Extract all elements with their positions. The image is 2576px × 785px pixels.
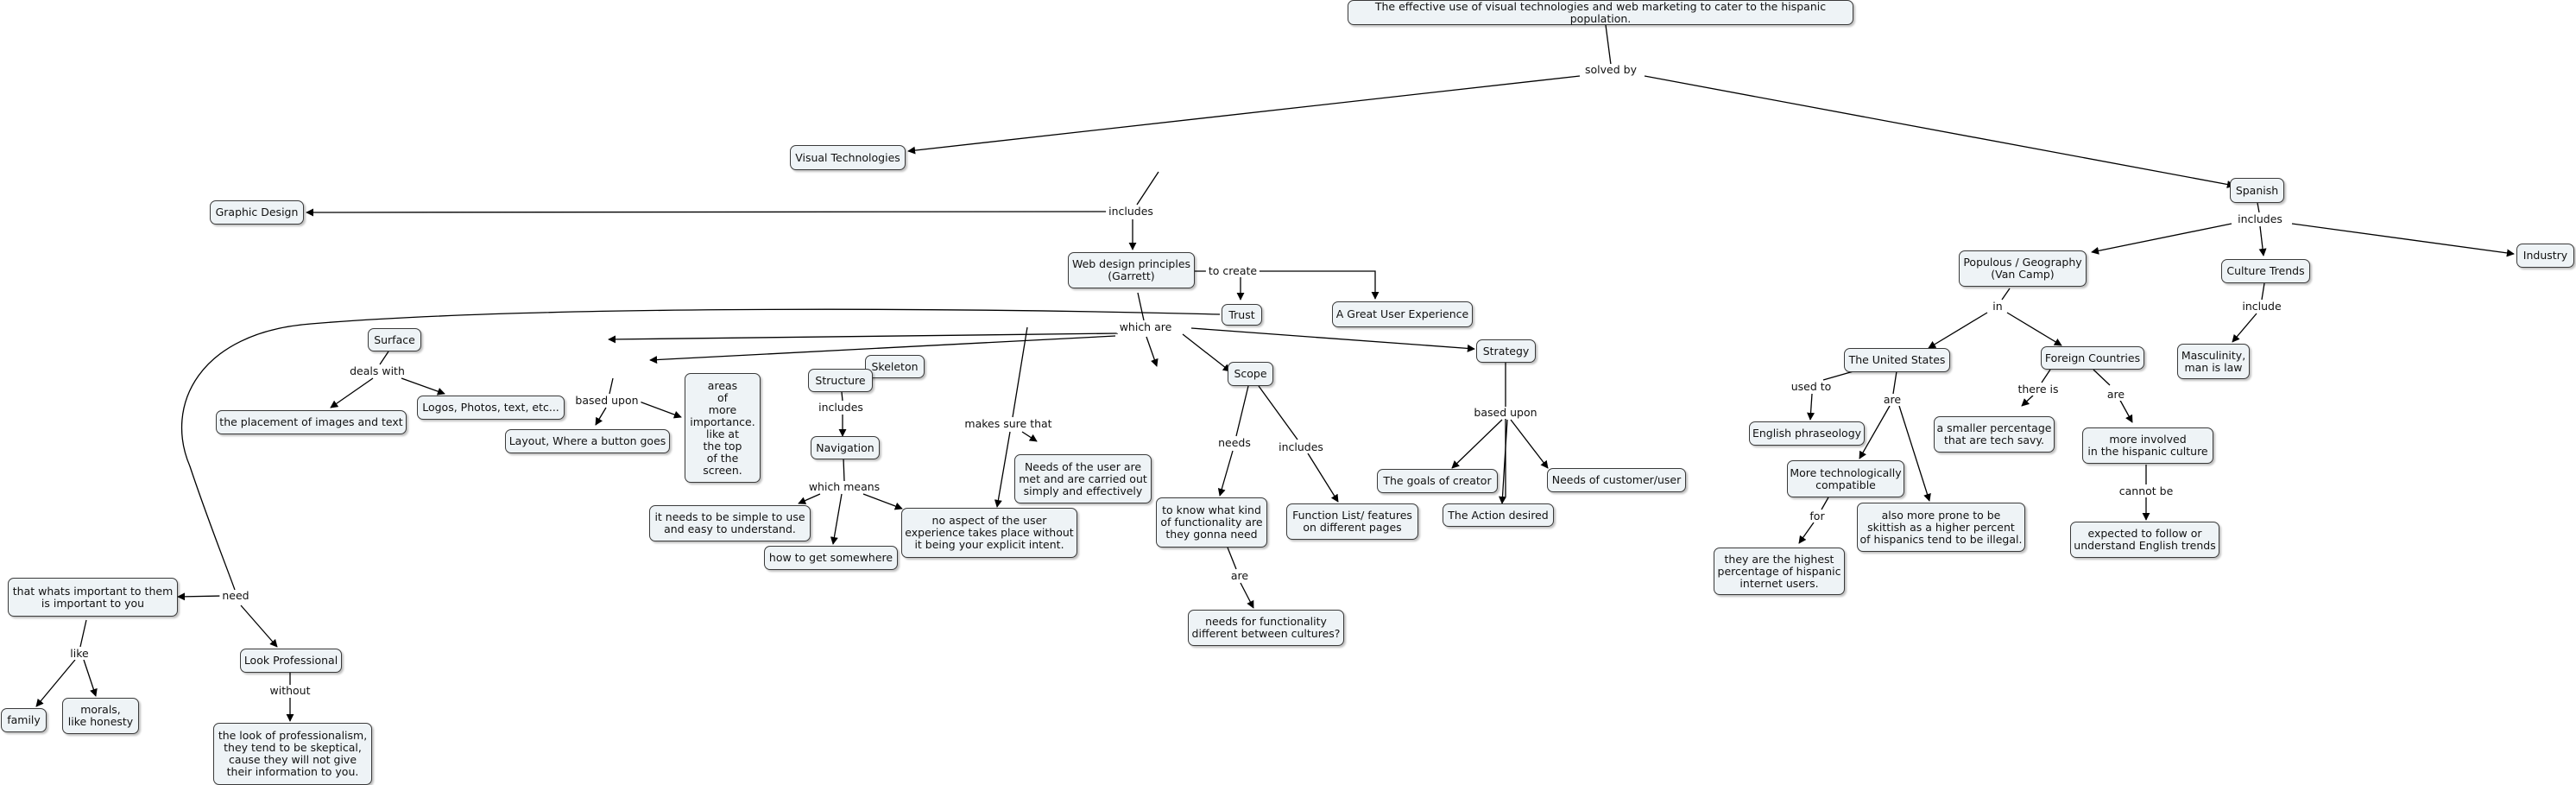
in-label: in — [1990, 301, 2005, 313]
industry-node[interactable]: Industry — [2516, 244, 2574, 268]
visual-technologies-node[interactable]: Visual Technologies — [790, 145, 906, 170]
to-create-label: to create — [1205, 265, 1260, 277]
deals-with-label: deals with — [347, 365, 407, 377]
are-foreign-label: are — [2104, 389, 2128, 401]
whats-important-node[interactable]: that whats important to them is importan… — [8, 578, 178, 617]
look-professional-node[interactable]: Look Professional — [240, 649, 342, 673]
placement-images-node[interactable]: the placement of images and text — [216, 410, 407, 434]
cannot-be-label: cannot be — [2116, 485, 2176, 497]
morals-node[interactable]: morals, like honesty — [62, 698, 139, 734]
structure-node[interactable]: Structure — [808, 369, 873, 392]
simple-easy-node[interactable]: it needs to be simple to use and easy to… — [649, 505, 811, 541]
masculinity-node[interactable]: Masculinity, man is law — [2177, 344, 2250, 379]
makes-sure-that-label: makes sure that — [962, 418, 1055, 430]
includes-spanish-label: includes — [2235, 213, 2285, 225]
more-tech-node[interactable]: More technologically compatible — [1787, 460, 1904, 497]
more-involved-node[interactable]: more involved in the hispanic culture — [2082, 427, 2213, 464]
used-to-label: used to — [1788, 381, 1834, 393]
strategy-node[interactable]: Strategy — [1476, 339, 1536, 363]
scope-node[interactable]: Scope — [1228, 362, 1273, 386]
function-list-node[interactable]: Function List/ features on different pag… — [1286, 503, 1418, 540]
for-label: for — [1807, 510, 1828, 522]
needs-customer-node[interactable]: Needs of customer/user — [1547, 468, 1686, 492]
without-label: without — [267, 685, 313, 697]
expected-follow-node[interactable]: expected to follow or understand English… — [2070, 522, 2219, 558]
surface-node[interactable]: Surface — [368, 328, 421, 351]
graphic-design-node[interactable]: Graphic Design — [210, 200, 304, 225]
skeleton-node[interactable]: Skeleton — [865, 355, 925, 378]
based-upon-strategy-label: based upon — [1471, 407, 1540, 419]
culture-trends-node[interactable]: Culture Trends — [2221, 259, 2310, 283]
highest-percentage-node[interactable]: they are the highest percentage of hispa… — [1714, 548, 1845, 595]
logos-photos-node[interactable]: Logos, Photos, text, etc... — [417, 396, 565, 420]
great-user-experience-node[interactable]: A Great User Experience — [1332, 301, 1473, 327]
layout-button-node[interactable]: Layout, Where a button goes — [505, 429, 670, 453]
smaller-percentage-node[interactable]: a smaller percentage that are tech savy. — [1934, 416, 2055, 453]
how-to-get-node[interactable]: how to get somewhere — [764, 546, 898, 570]
are-scope-label: are — [1228, 570, 1252, 582]
know-functionality-node[interactable]: to know what kind of functionality are t… — [1156, 497, 1267, 548]
skittish-node[interactable]: also more prone to be skittish as a high… — [1857, 503, 2025, 552]
web-design-principles-node[interactable]: Web design principles (Garrett) — [1068, 252, 1195, 288]
like-label: like — [67, 648, 92, 660]
are-us-label: are — [1880, 394, 1904, 406]
action-desired-node[interactable]: The Action desired — [1443, 503, 1554, 527]
goals-creator-node[interactable]: The goals of creator — [1377, 469, 1498, 493]
solved-by-label: solved by — [1582, 64, 1639, 76]
which-means-label: which means — [805, 481, 883, 493]
english-phraseology-node[interactable]: English phraseology — [1749, 421, 1865, 446]
spanish-node[interactable]: Spanish — [2230, 178, 2284, 203]
root-concept[interactable]: The effective use of visual technologies… — [1348, 0, 1853, 25]
trust-node[interactable]: Trust — [1222, 304, 1262, 326]
which-are-label: which are — [1116, 321, 1175, 333]
needs-scope-label: needs — [1215, 437, 1253, 449]
includes-label-vt: includes — [1106, 206, 1156, 218]
look-professionalism-node[interactable]: the look of professionalism, they tend t… — [213, 723, 372, 785]
united-states-node[interactable]: The United States — [1844, 348, 1950, 372]
includes-structure-label: includes — [816, 402, 866, 414]
no-aspect-node[interactable]: no aspect of the user experience takes p… — [901, 508, 1077, 558]
needs-user-met-node[interactable]: Needs of the user are met and are carrie… — [1014, 454, 1152, 503]
family-node[interactable]: family — [1, 708, 47, 732]
areas-importance-node[interactable]: areas of more importance. like at the to… — [685, 373, 761, 483]
include-culture-label: include — [2239, 301, 2284, 313]
populous-geography-node[interactable]: Populous / Geography (Van Camp) — [1959, 250, 2087, 287]
based-upon-skeleton-label: based upon — [572, 395, 641, 407]
needs-cultures-node[interactable]: needs for functionality different betwee… — [1188, 610, 1344, 646]
there-is-label: there is — [2015, 383, 2061, 396]
need-label: need — [219, 590, 252, 602]
navigation-node[interactable]: Navigation — [811, 436, 880, 459]
foreign-countries-node[interactable]: Foreign Countries — [2041, 346, 2144, 370]
includes-scope-label: includes — [1276, 441, 1326, 453]
